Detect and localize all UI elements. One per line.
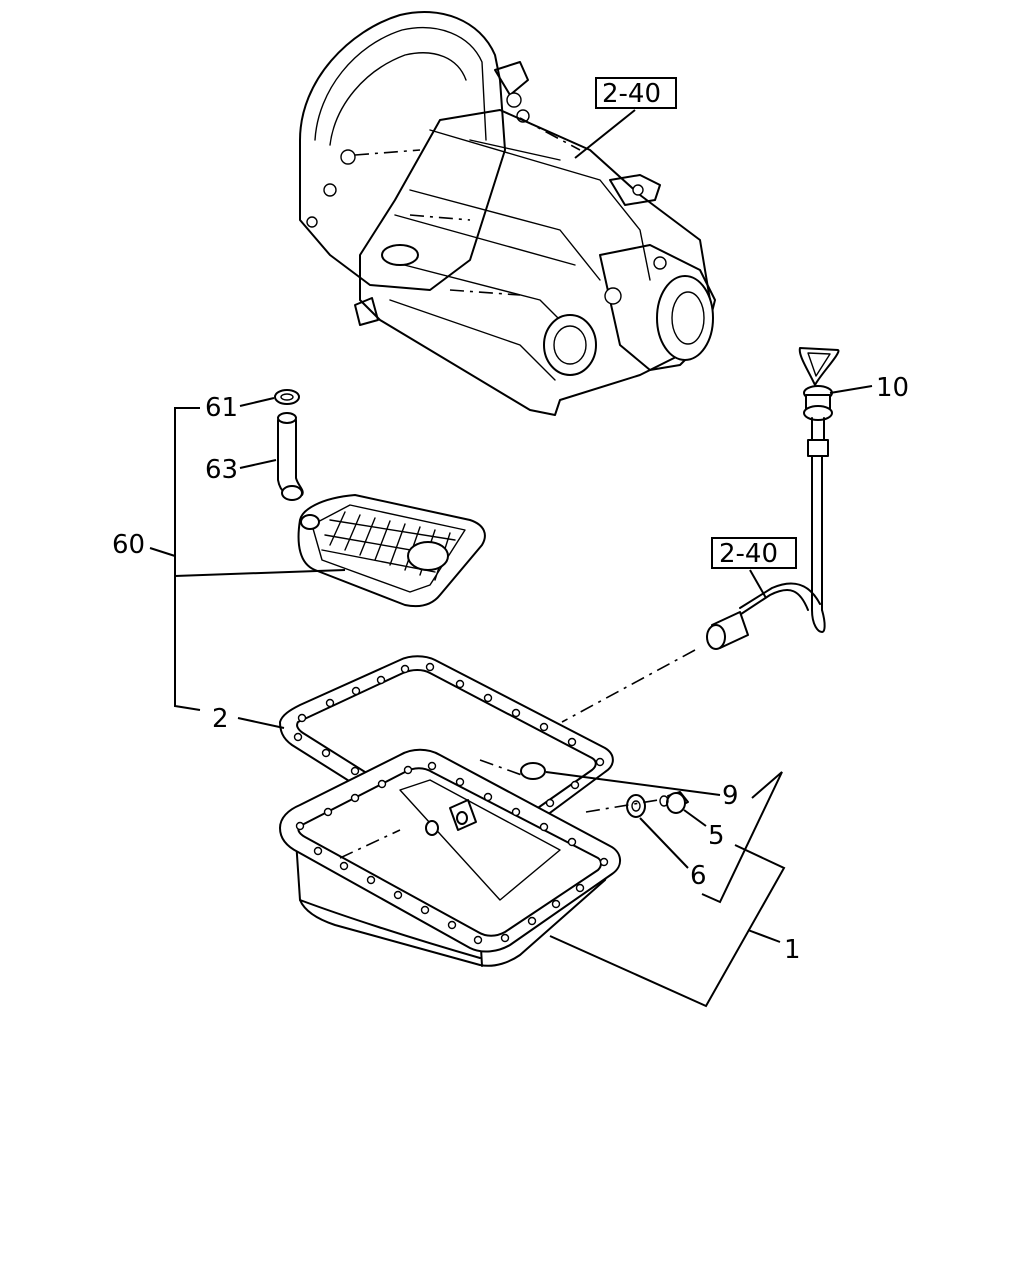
callout-1: 1 xyxy=(747,929,801,965)
part-5-drain-bolt xyxy=(659,791,689,814)
callout-2: 2 xyxy=(212,704,285,734)
callout-60-label: 60 xyxy=(112,530,145,560)
dipstick-tube-reference-label: 2-40 xyxy=(719,539,778,569)
callout-1-label: 1 xyxy=(784,935,801,965)
dipstick-assembly xyxy=(706,347,840,650)
callout-10: 10 xyxy=(829,373,909,403)
callout-9: 9 xyxy=(545,771,739,811)
callout-2-label: 2 xyxy=(212,704,229,734)
callout-61-label: 61 xyxy=(205,393,238,423)
group-leader-lines xyxy=(549,771,786,1008)
callout-61: 61 xyxy=(205,393,275,423)
pan-bolt-holes xyxy=(295,761,609,945)
callout-5: 5 xyxy=(683,809,725,851)
transmission-assembly xyxy=(299,11,716,416)
part-6-washer xyxy=(626,794,646,818)
callout-10-label: 10 xyxy=(876,373,909,403)
callout-6: 6 xyxy=(639,817,707,891)
callout-63: 63 xyxy=(205,455,277,485)
callout-63-label: 63 xyxy=(205,455,238,485)
dipstick-center-line xyxy=(561,649,696,723)
callout-9-label: 9 xyxy=(722,781,739,811)
oil-filter-assembly xyxy=(274,389,486,608)
transmission-reference-box: 2-40 xyxy=(574,77,677,159)
drain-center-line xyxy=(585,799,659,813)
part-9-plug xyxy=(520,762,546,780)
oil-pan xyxy=(279,748,621,967)
transmission-reference-label: 2-40 xyxy=(602,79,661,109)
callout-5-label: 5 xyxy=(708,821,725,851)
callout-60: 60 xyxy=(112,407,346,711)
callout-6-label: 6 xyxy=(690,861,707,891)
dipstick-tube-reference-box: 2-40 xyxy=(711,537,797,599)
